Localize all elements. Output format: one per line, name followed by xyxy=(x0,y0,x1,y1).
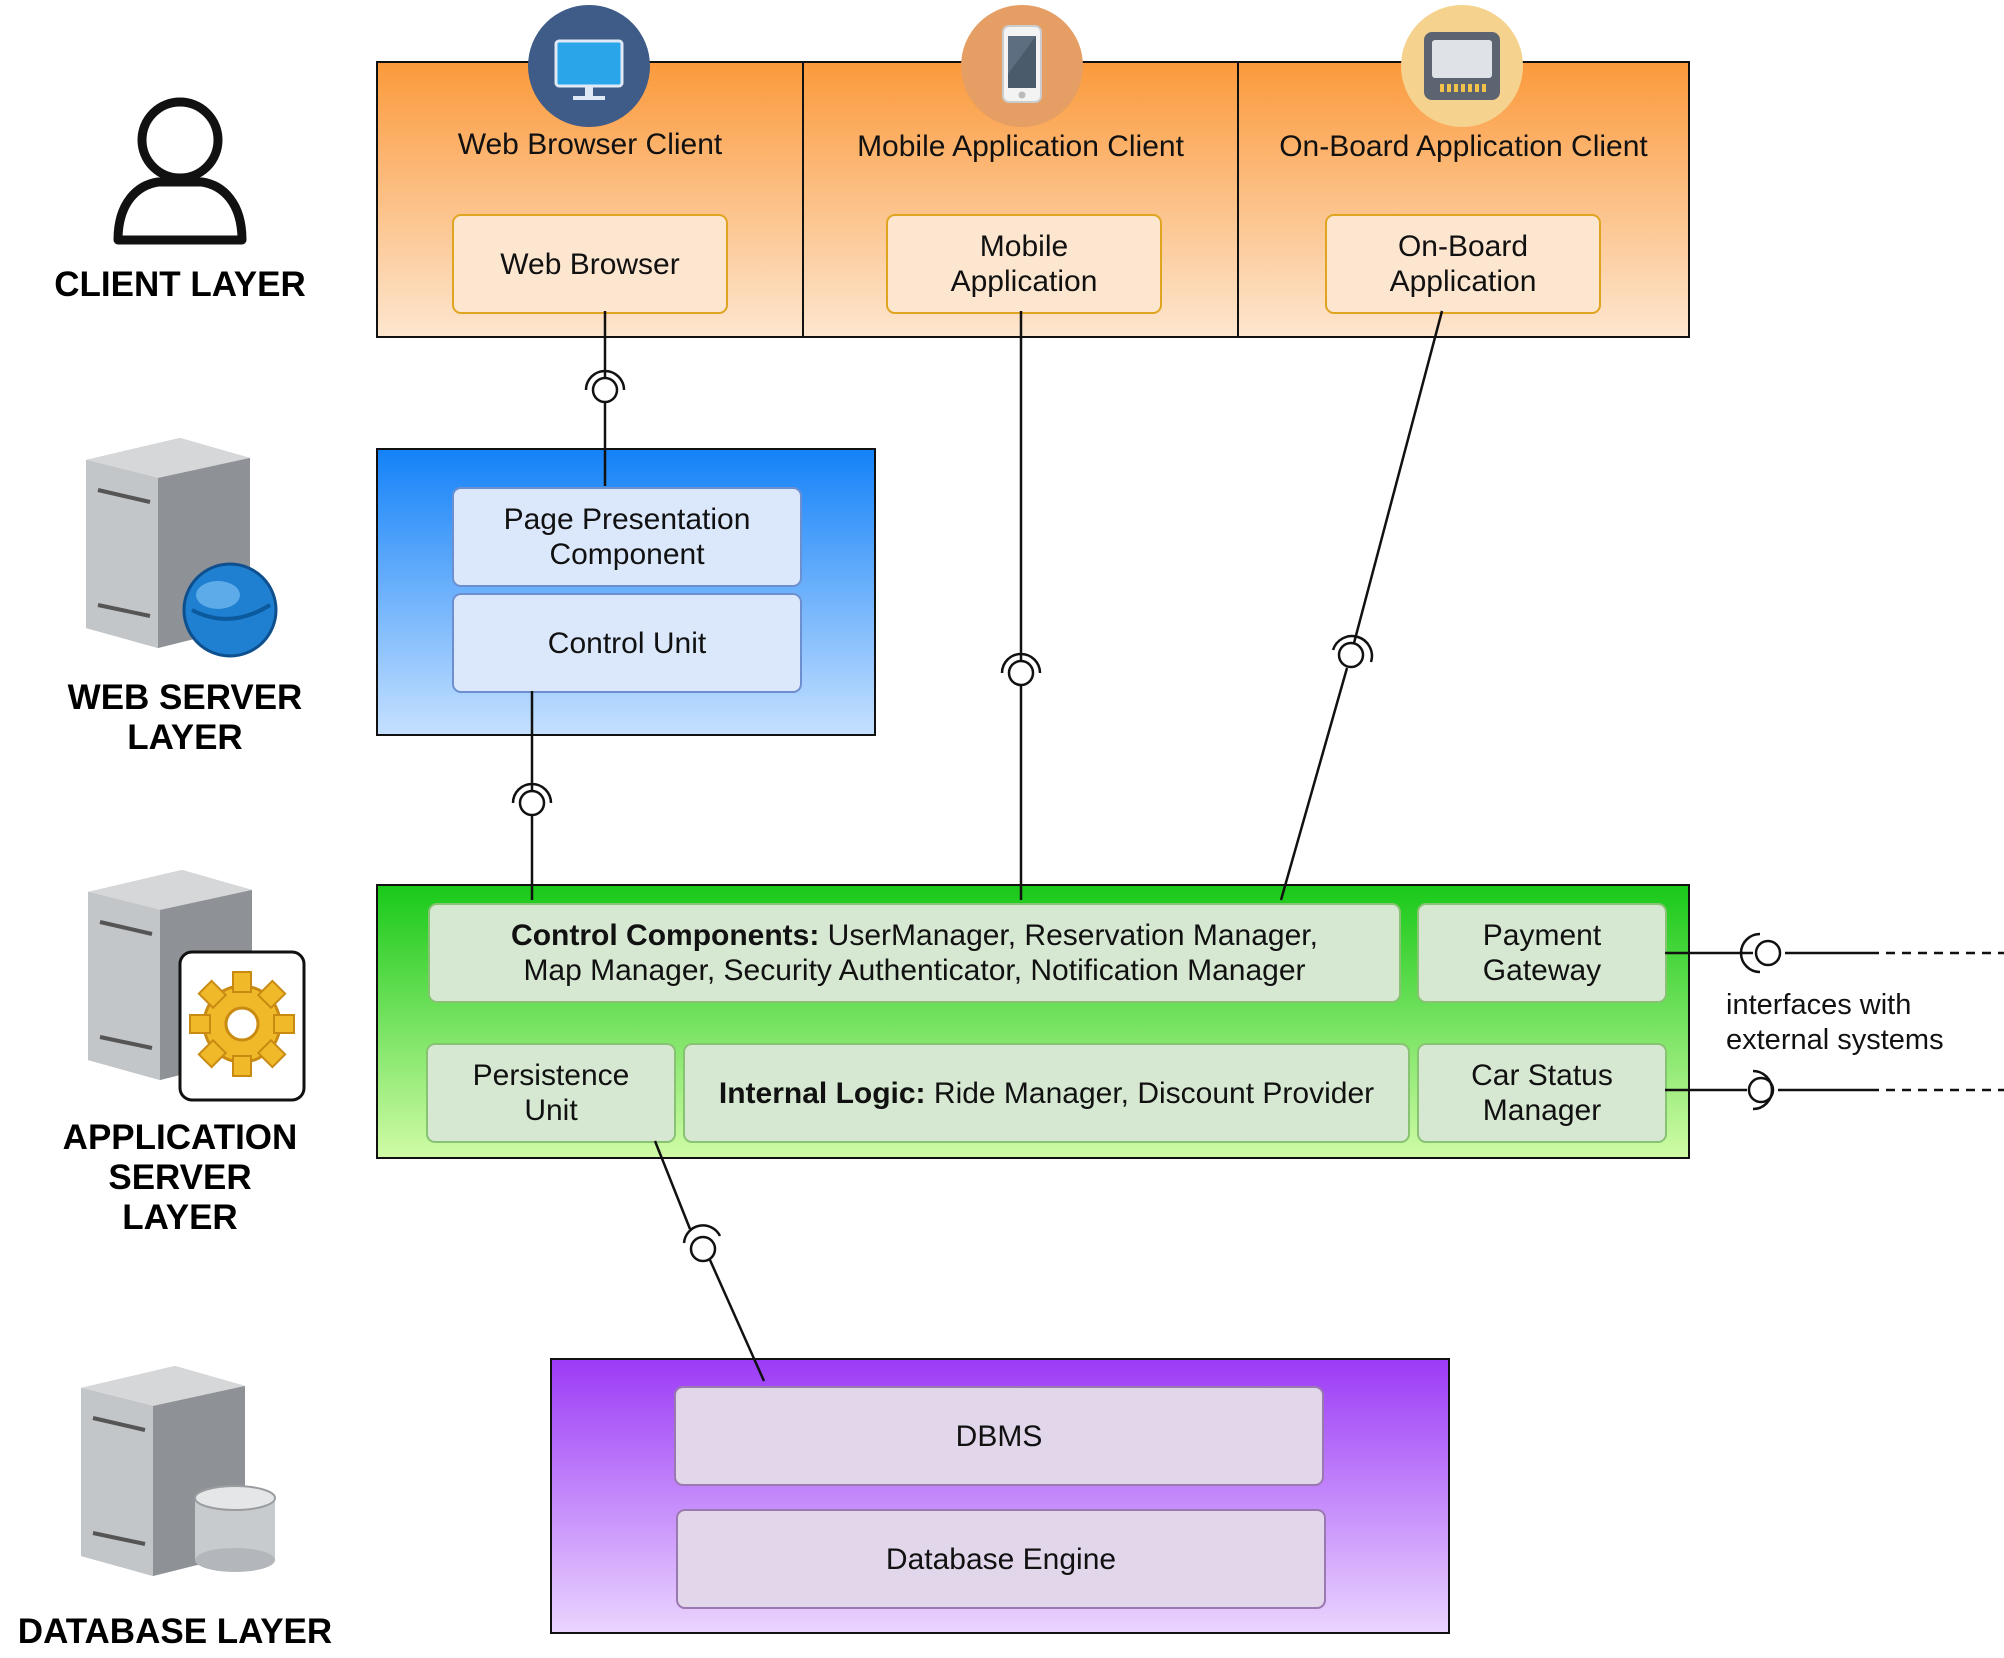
web-server-panel: Page Presentation Component Control Unit xyxy=(376,448,876,736)
external-interfaces-label: interfaces with external systems xyxy=(1726,989,1944,1056)
client-layer-label: CLIENT LAYER xyxy=(54,265,306,304)
control-unit-box[interactable]: Control Unit xyxy=(452,593,802,693)
control-components-heading: Control Components: xyxy=(511,919,820,952)
onboard-application-box[interactable]: On-Board Application xyxy=(1325,214,1601,314)
web-server-icon xyxy=(86,438,278,658)
persistence-unit-box[interactable]: Persistence Unit xyxy=(426,1043,676,1143)
internal-logic-heading: Internal Logic: xyxy=(718,1076,926,1110)
internal-logic-list: Ride Manager, Discount Provider xyxy=(925,1076,1375,1110)
connector-app-from-onboard xyxy=(1279,667,1349,901)
database-server-icon xyxy=(81,1366,276,1576)
database-engine-box[interactable]: Database Engine xyxy=(676,1509,1326,1609)
interface-ball-web xyxy=(591,376,619,404)
interface-ball-onboard xyxy=(1337,641,1365,669)
page-presentation-component-box[interactable]: Page Presentation Component xyxy=(452,487,802,587)
application-server-panel: Control Components: UserManager, Reserva… xyxy=(376,884,1690,1159)
mobile-application-box[interactable]: Mobile Application xyxy=(886,214,1162,314)
database-panel: DBMS Database Engine xyxy=(550,1358,1450,1634)
internal-logic-box[interactable]: Internal Logic: Ride Manager, Discount P… xyxy=(683,1043,1410,1143)
user-icon xyxy=(113,97,247,245)
dbms-box[interactable]: DBMS xyxy=(674,1386,1324,1486)
control-components-line1: Control Components: UserManager, Reserva… xyxy=(511,918,1318,953)
car-status-manager-box[interactable]: Car Status Manager xyxy=(1417,1043,1667,1143)
web-browser-box[interactable]: Web Browser xyxy=(452,214,728,314)
control-components-list-2: Map Manager, Security Authenticator, Not… xyxy=(523,954,1306,987)
panel-title: Mobile Application Client xyxy=(857,130,1184,163)
interface-socket-web xyxy=(584,369,626,391)
control-components-box[interactable]: Control Components: UserManager, Reserva… xyxy=(428,903,1401,1003)
connector-database xyxy=(708,1259,766,1382)
monitor-icon xyxy=(528,5,650,127)
application-server-layer-label: APPLICATION SERVER LAYER xyxy=(62,1118,298,1237)
interface-socket-onboard xyxy=(1331,634,1374,663)
web-server-layer-label: WEB SERVER LAYER xyxy=(67,678,303,757)
connector-onboard-app xyxy=(1352,310,1444,644)
interface-socket-payment xyxy=(1739,932,1761,974)
interface-socket-mobile xyxy=(1000,652,1042,674)
panel-title: On-Board Application Client xyxy=(1279,130,1648,163)
database-layer-label: DATABASE LAYER xyxy=(17,1612,333,1651)
payment-gateway-box[interactable]: Payment Gateway xyxy=(1417,903,1667,1003)
interface-socket-control xyxy=(511,782,553,804)
onboard-display-icon xyxy=(1401,5,1523,127)
control-components-list-1: UserManager, Reservation Manager, xyxy=(819,919,1318,952)
connector-persistence-unit xyxy=(653,1140,692,1230)
smartphone-icon xyxy=(961,5,1083,127)
interface-socket-car-status xyxy=(1752,1069,1774,1111)
interface-ball-control xyxy=(518,789,546,817)
interface-ball-mobile xyxy=(1007,659,1035,687)
application-server-icon xyxy=(88,870,306,1102)
interface-socket-persistence xyxy=(682,1224,722,1244)
panel-title: Web Browser Client xyxy=(457,128,723,161)
interface-ball-persistence xyxy=(689,1235,717,1263)
interface-ball-payment xyxy=(1754,939,1782,967)
internal-logic-text: Internal Logic: Ride Manager, Discount P… xyxy=(719,1076,1374,1111)
